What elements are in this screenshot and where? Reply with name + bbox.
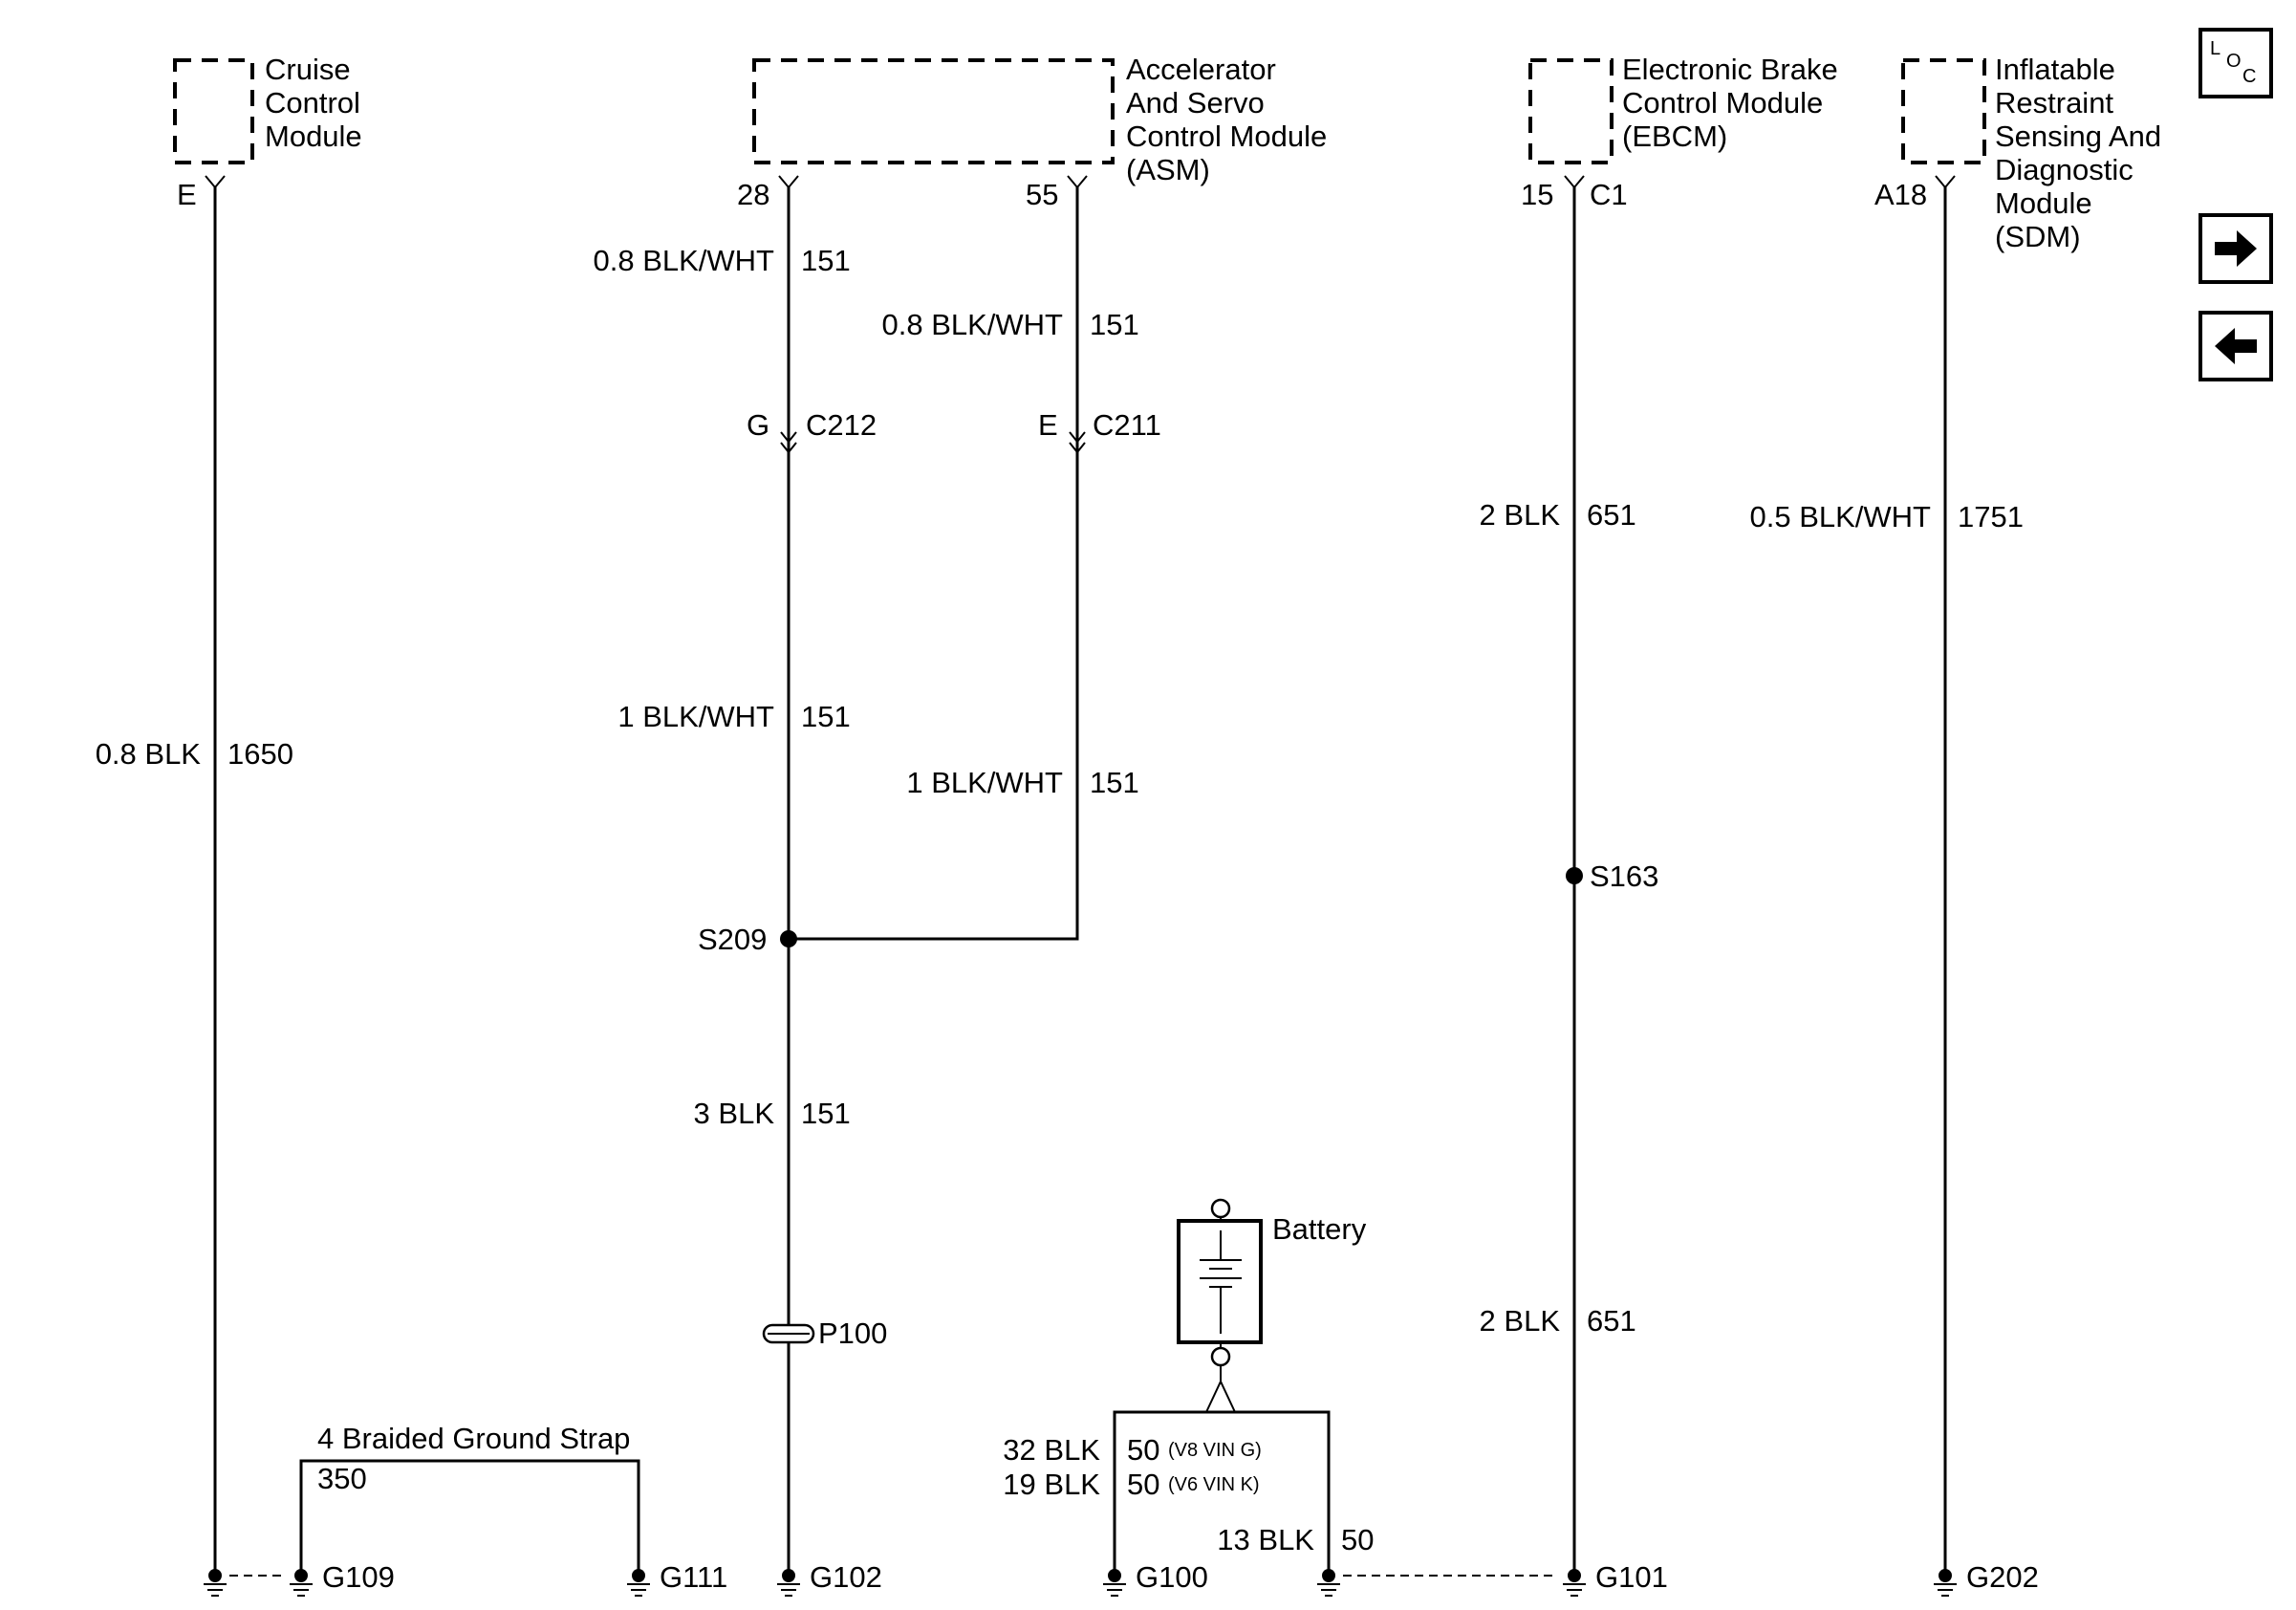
asm-module-box	[752, 58, 1115, 164]
wire-asm-left-top-circuit: 151	[801, 244, 851, 277]
wire-ebcm-top-size: 2 BLK	[1480, 498, 1561, 532]
ground-g102-icon	[777, 1569, 800, 1597]
ground-cruise-icon	[204, 1569, 227, 1597]
wire-cruise-circuit: 1650	[227, 737, 293, 771]
splice-s209-icon	[780, 930, 797, 947]
cruise-control-module-box	[173, 58, 254, 164]
wire-battery-right-circuit: 50	[1341, 1523, 1374, 1556]
ground-g111-label: G111	[660, 1560, 727, 1594]
wire-asm-left-mid-size: 1 BLK/WHT	[617, 700, 774, 733]
wire-ebcm-top-circuit: 651	[1587, 498, 1636, 532]
asm-left-pin-icon	[778, 175, 799, 189]
connector-c212-pin: G	[747, 408, 769, 442]
wire-ebcm-bottom-size: 2 BLK	[1480, 1304, 1561, 1338]
pass-through-p100-icon	[762, 1323, 815, 1344]
ground-g101-icon	[1563, 1569, 1586, 1597]
wire-asm-right-mid-circuit: 151	[1090, 766, 1139, 799]
connector-c211-icon	[1069, 431, 1086, 454]
sdm-pin-icon	[1935, 175, 1956, 189]
cruise-pin-label: E	[177, 178, 197, 211]
ebcm-module-label: Electronic Brake Control Module (EBCM)	[1622, 53, 1846, 153]
location-icon	[2199, 28, 2273, 98]
ground-g100-label: G100	[1136, 1560, 1208, 1594]
wire-battery-50	[1113, 1410, 1331, 1575]
ebcm-pin-label: 15	[1521, 178, 1553, 211]
splice-s163-label: S163	[1590, 859, 1658, 893]
wire-asm-left-top-size: 0.8 BLK/WHT	[594, 244, 775, 277]
strap-label: 4 Braided Ground Strap	[317, 1422, 630, 1455]
wire-battery-v6-note: (V6 VIN K)	[1168, 1474, 1260, 1495]
location-glyph-c: C	[2242, 66, 2256, 87]
next-page-button[interactable]	[2199, 213, 2273, 284]
wire-battery-v6-size: 19 BLK	[1003, 1468, 1100, 1501]
ground-g202-icon	[1934, 1569, 1957, 1597]
cruise-module-label: Cruise Control Module	[265, 53, 369, 153]
battery-label: Battery	[1272, 1212, 1367, 1246]
asm-right-pin-icon	[1067, 175, 1088, 189]
wire-asm-right-mid-size: 1 BLK/WHT	[906, 766, 1063, 799]
wire-trunk-size: 3 BLK	[694, 1097, 775, 1130]
wire-asm-right-top-circuit: 151	[1090, 308, 1139, 341]
ground-battery-right-icon	[1317, 1569, 1340, 1597]
wire-battery-right-size: 13 BLK	[1217, 1523, 1314, 1556]
ebcm-pin-icon	[1564, 175, 1585, 189]
ground-g111-icon	[627, 1569, 650, 1597]
connector-c211-pin: E	[1038, 408, 1058, 442]
location-glyph-o: O	[2226, 51, 2242, 72]
wire-battery-v8-size: 32 BLK	[1003, 1433, 1100, 1467]
connector-c212-icon	[780, 431, 797, 454]
wire-asm-right-top-size: 0.8 BLK/WHT	[882, 308, 1064, 341]
wire-braided-ground-strap	[299, 1459, 640, 1575]
location-button[interactable]: L O C	[2199, 28, 2273, 98]
ground-g109-icon	[290, 1569, 313, 1597]
wire-asm-left-mid-circuit: 151	[801, 700, 851, 733]
pass-through-p100-label: P100	[818, 1316, 887, 1350]
wire-sdm-size: 0.5 BLK/WHT	[1750, 500, 1932, 533]
ground-g102-label: G102	[810, 1560, 882, 1594]
ground-g101-label: G101	[1595, 1560, 1668, 1594]
ground-g109-label: G109	[322, 1560, 395, 1594]
wire-battery-v6-circuit: 50	[1127, 1468, 1159, 1501]
cruise-pin-icon	[205, 175, 226, 189]
strap-circuit: 350	[317, 1462, 367, 1495]
ground-g202-label: G202	[1966, 1560, 2039, 1594]
asm-module-label: Accelerator And Servo Control Module (AS…	[1126, 53, 1335, 186]
wire-trunk-circuit: 151	[801, 1097, 851, 1130]
wire-sdm-circuit: 1751	[1958, 500, 2024, 533]
wire-cruise-size: 0.8 BLK	[96, 737, 202, 771]
ebcm-connector-label: C1	[1590, 178, 1628, 211]
wire-battery-v8-note: (V8 VIN G)	[1168, 1440, 1262, 1461]
sdm-module-label: Inflatable Restraint Sensing And Diagnos…	[1995, 53, 2170, 253]
wire-ebcm-bottom-circuit: 651	[1587, 1304, 1636, 1338]
wire-asm-151-right	[787, 185, 1079, 941]
splice-s209-label: S209	[698, 923, 767, 956]
asm-left-pin-label: 28	[737, 178, 769, 211]
connector-c211-name: C211	[1093, 408, 1161, 442]
splice-s163-icon	[1566, 867, 1583, 884]
location-glyph-l: L	[2210, 38, 2220, 59]
previous-page-button[interactable]	[2199, 311, 2273, 381]
ebcm-module-box	[1528, 58, 1614, 164]
ground-g100-icon	[1103, 1569, 1126, 1597]
asm-right-pin-label: 55	[1026, 178, 1058, 211]
sdm-module-box	[1901, 58, 1986, 164]
battery-icon	[1177, 1198, 1263, 1367]
sdm-pin-label: A18	[1874, 178, 1927, 211]
wire-battery-v8-circuit: 50	[1127, 1433, 1159, 1467]
connector-c212-name: C212	[806, 408, 877, 442]
